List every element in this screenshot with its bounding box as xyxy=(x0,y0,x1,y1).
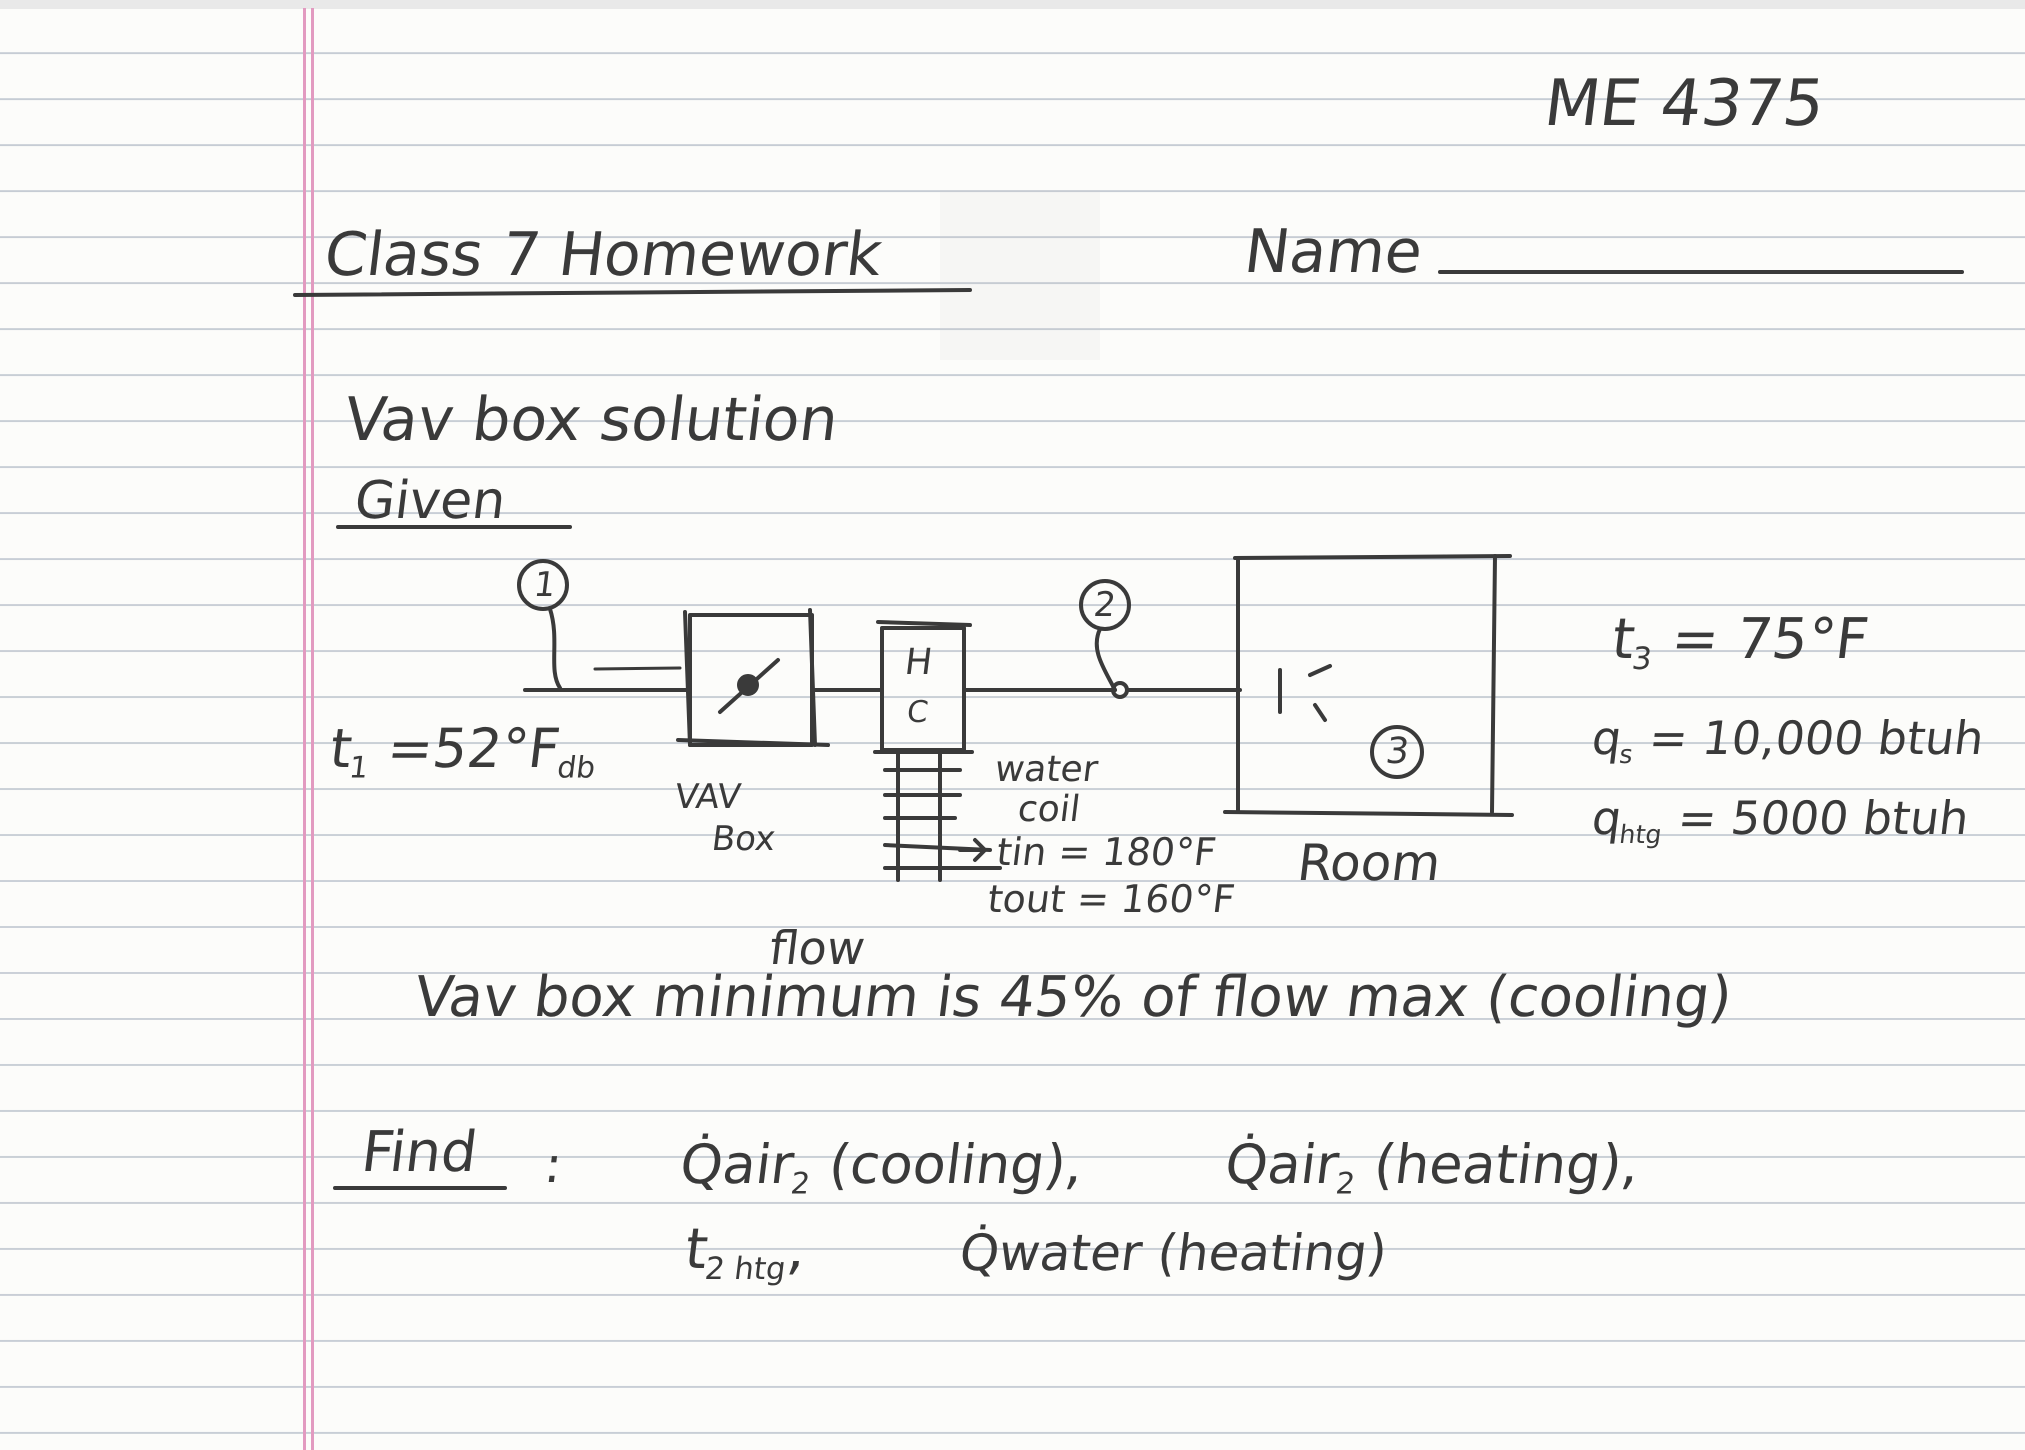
node-1-circle xyxy=(517,559,569,611)
heater-top xyxy=(876,620,972,627)
diffuser-arrow xyxy=(1313,703,1327,722)
title-underline xyxy=(293,288,972,297)
scan-top-edge xyxy=(0,0,2025,9)
find-item-air-cooling: Q̇air2 (cooling), xyxy=(676,1133,1087,1202)
room-bottom xyxy=(1223,810,1514,817)
heater-label-top: H xyxy=(902,642,935,683)
find-item-air-heating: Q̇air2 (heating), xyxy=(1221,1133,1643,1202)
minimum-flow-note: Vav box minimum is 45% of flow max (cool… xyxy=(411,965,1736,1030)
vav-box-left xyxy=(683,610,692,747)
vav-box-base xyxy=(676,738,830,747)
heater-label-bottom: C xyxy=(904,695,931,730)
damper-pivot xyxy=(737,674,759,696)
coil-label-line-1: water xyxy=(992,749,1101,790)
coil-label-line-2: coil xyxy=(1015,789,1083,830)
margin-line xyxy=(311,8,314,1450)
node-2-leader xyxy=(1094,627,1117,692)
water-outlet-temp: tout = 160°F xyxy=(985,877,1238,921)
vav-label-line-1: VAV xyxy=(672,777,743,817)
find-label: Find xyxy=(358,1120,481,1185)
node-1-number: 1 xyxy=(531,565,559,605)
node-2-number: 2 xyxy=(1091,585,1119,625)
vav-box-right xyxy=(808,608,817,747)
t1-label: t1 =52°Fdb xyxy=(326,717,598,786)
room-label: Room xyxy=(1294,834,1444,892)
duct-segment-top xyxy=(593,666,682,671)
node-2-circle xyxy=(1079,579,1131,631)
vav-label-line-2: Box xyxy=(709,819,778,859)
water-inlet-temp: tin = 180°F xyxy=(994,830,1219,874)
node-1-leader xyxy=(548,607,562,690)
node-3-number: 3 xyxy=(1383,731,1412,772)
sensible-load: qs = 10,000 btuh xyxy=(1589,711,1988,769)
diffuser-arrow xyxy=(1308,664,1332,677)
node-3-circle xyxy=(1370,725,1424,779)
room-right xyxy=(1490,554,1497,814)
margin-line xyxy=(303,8,306,1450)
room-top xyxy=(1233,554,1512,560)
scan-blotch xyxy=(940,190,1100,360)
find-item-t2-heating: t2 htg, xyxy=(681,1217,810,1287)
room-temperature: t3 = 75°F xyxy=(1608,607,1873,677)
find-item-water-heating: Q̇water (heating) xyxy=(956,1224,1391,1282)
coil-supply-arrow xyxy=(958,838,987,862)
heating-load: qhtg = 5000 btuh xyxy=(1589,791,1972,849)
